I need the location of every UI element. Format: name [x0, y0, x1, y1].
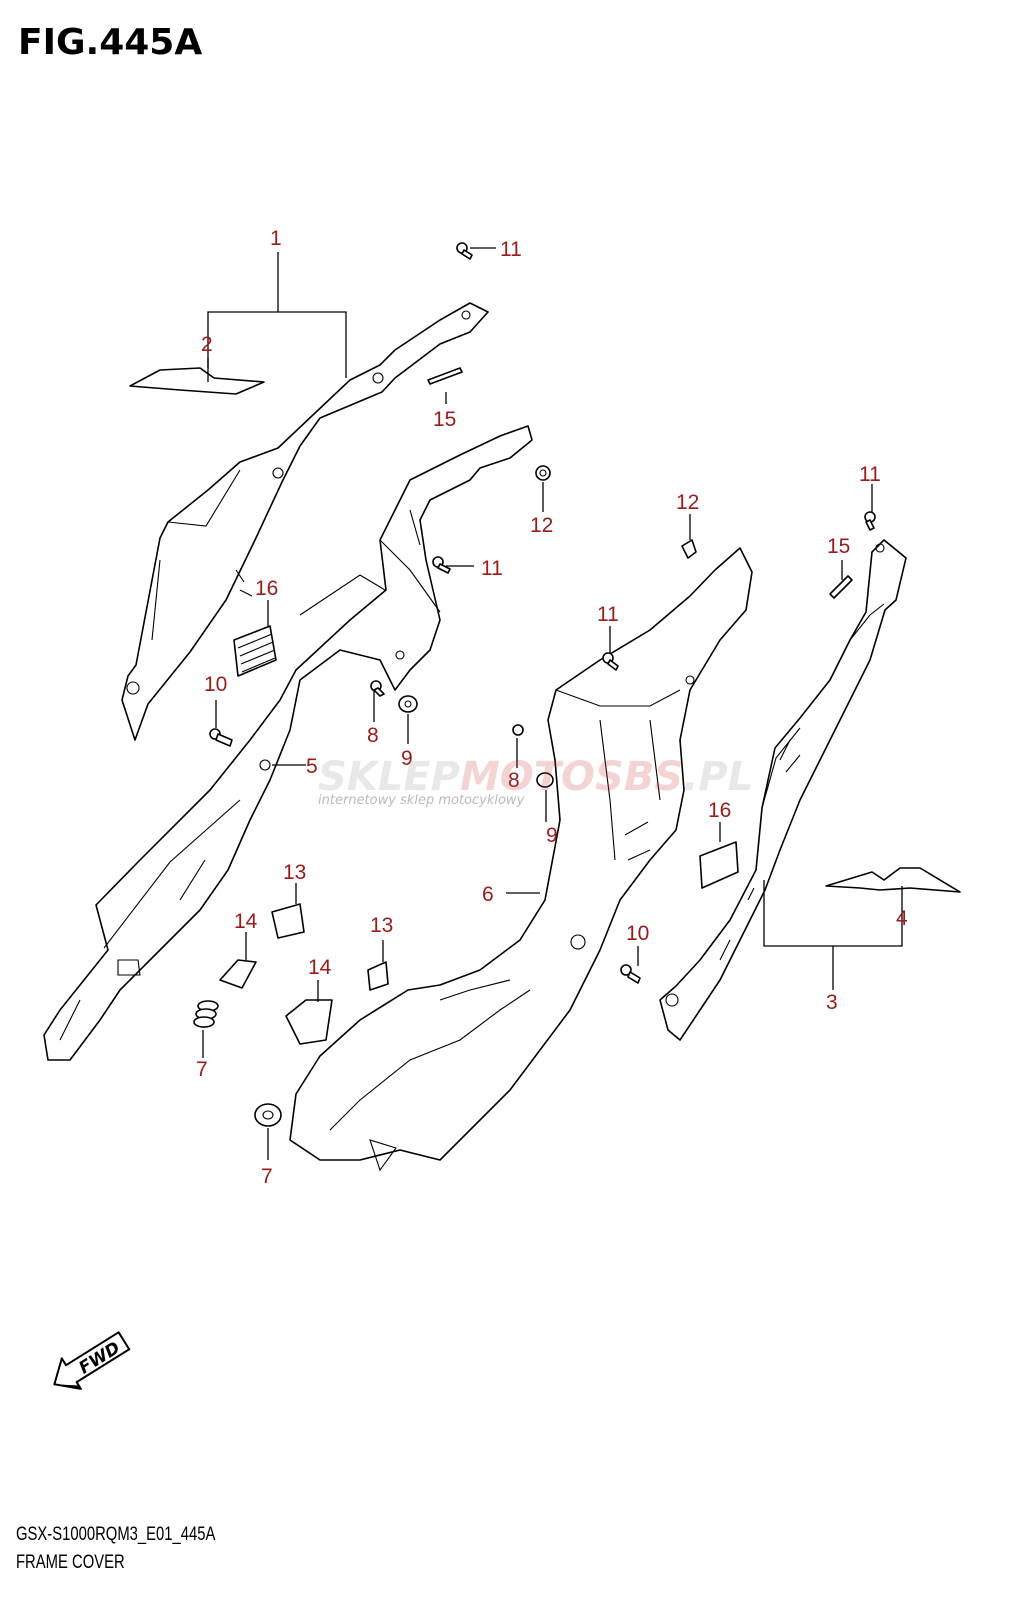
- callout-9-left: 9: [401, 747, 413, 770]
- callout-8-left: 8: [367, 724, 379, 747]
- callout-12-right: 12: [676, 491, 699, 514]
- diagram-caption: FRAME COVER: [16, 1552, 125, 1573]
- part-2-emblem-left[interactable]: [129, 367, 265, 395]
- part-13-cushion-lower[interactable]: [367, 961, 389, 991]
- part-5-frame-cover-lower-left[interactable]: [43, 425, 533, 1061]
- callout-5: 5: [306, 755, 318, 778]
- part-6-frame-cover-lower-right[interactable]: [289, 547, 753, 1172]
- callout-9-center: 9: [546, 824, 558, 847]
- callout-1: 1: [270, 227, 282, 250]
- callout-14-center: 14: [308, 956, 332, 979]
- part-11-screw-top[interactable]: [456, 242, 473, 260]
- part-15-strip-upper[interactable]: [427, 367, 463, 385]
- part-7-spring[interactable]: [193, 1000, 219, 1028]
- part-10-bolt-left[interactable]: [209, 728, 233, 747]
- callout-labels: 1 2 11 15 16 10 5 11 12 12 8 9 11 8 9 6 …: [196, 227, 908, 1188]
- part-12-clip-right[interactable]: [681, 539, 697, 559]
- watermark-subtitle: internetowy sklep motocyklowy: [318, 793, 525, 808]
- callout-16-left: 16: [255, 577, 278, 600]
- part-3-frame-cover-right[interactable]: [659, 539, 907, 1041]
- watermark-part-c: SBS: [595, 754, 683, 800]
- callout-13-center: 13: [370, 914, 393, 937]
- callout-16-right: 16: [708, 799, 731, 822]
- part-8-screw-left[interactable]: [370, 680, 385, 697]
- callout-11-center: 11: [597, 603, 619, 626]
- callout-14-left: 14: [234, 910, 258, 933]
- callout-11-mid: 11: [481, 557, 503, 580]
- part-9-grommet-center[interactable]: [536, 772, 554, 788]
- callout-4: 4: [896, 907, 908, 930]
- callout-15-right: 15: [827, 535, 850, 558]
- callout-11-top: 11: [500, 238, 522, 261]
- watermark-part-b: MOTO: [460, 754, 595, 800]
- part-15-strip-right[interactable]: [829, 575, 853, 599]
- part-14-pad-center[interactable]: [285, 999, 333, 1045]
- watermark-part-d: .PL: [683, 754, 753, 800]
- callout-7-spring: 7: [196, 1058, 208, 1081]
- watermark: SKLEPMOTOSBS.PL internetowy sklep motocy…: [318, 754, 753, 808]
- part-12-clip-upper[interactable]: [535, 465, 551, 481]
- callout-2: 2: [201, 333, 213, 356]
- watermark-part-a: SKLEP: [318, 754, 460, 800]
- leader-lines: [202, 247, 903, 1160]
- part-9-grommet-left[interactable]: [398, 695, 418, 713]
- part-10-bolt-right[interactable]: [620, 964, 641, 984]
- callout-10-right: 10: [626, 922, 649, 945]
- callout-10-left: 10: [204, 673, 227, 696]
- part-14-pad-left[interactable]: [219, 959, 257, 989]
- part-11-screw-right[interactable]: [864, 511, 876, 531]
- callout-13-left: 13: [283, 861, 306, 884]
- part-1-frame-cover-upper-left[interactable]: [121, 302, 489, 741]
- callout-12-upper: 12: [530, 514, 553, 537]
- callout-6: 6: [482, 883, 494, 906]
- callout-7-washer: 7: [261, 1165, 273, 1188]
- callout-11-right: 11: [859, 463, 881, 486]
- part-7-washer[interactable]: [254, 1103, 282, 1127]
- callout-3: 3: [826, 991, 838, 1014]
- callout-8-center: 8: [508, 769, 520, 792]
- part-4-emblem-right[interactable]: [825, 867, 961, 893]
- part-13-cushion-upper[interactable]: [271, 903, 305, 939]
- fwd-arrow-icon: FWD: [53, 1331, 131, 1390]
- figure-title: FIG.445A: [18, 22, 203, 63]
- model-code: GSX-S1000RQM3_E01_445A: [16, 1524, 216, 1545]
- part-16-label-right[interactable]: [699, 841, 739, 889]
- callout-15-top: 15: [433, 408, 456, 431]
- svg-text:SKLEPMOTOSBS.PL: SKLEPMOTOSBS.PL: [318, 754, 753, 800]
- part-11-screw-mid[interactable]: [432, 556, 451, 574]
- part-16-mesh-left[interactable]: [233, 625, 277, 677]
- part-8-screw-center[interactable]: [512, 724, 524, 736]
- part-11-screw-center[interactable]: [602, 652, 619, 671]
